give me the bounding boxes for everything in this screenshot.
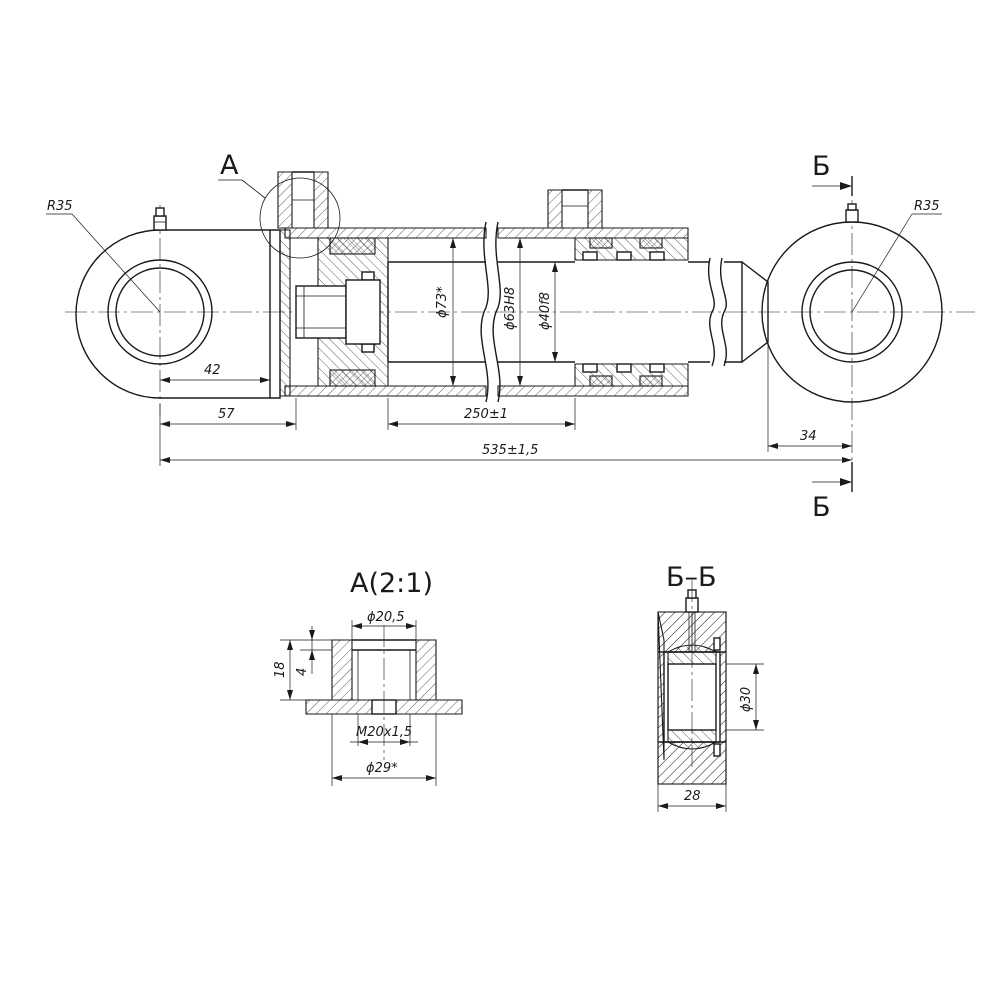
section-bb-view: Б–Б ϕ30 28 (657, 562, 764, 812)
radius-right-label: R35 (914, 199, 940, 214)
dim-535-label: 535±1,5 (482, 443, 538, 458)
dim-18-label: 18 (273, 661, 288, 678)
dia-30-label: ϕ30 (739, 687, 754, 712)
section-b-marker-bottom: Б (812, 492, 831, 523)
right-eye-mount (761, 200, 943, 490)
detail-a-callout-circle (259, 177, 341, 259)
radius-left-label: R35 (47, 199, 73, 214)
main-view: A (46, 150, 975, 523)
dia-63-label: ϕ63H8 (503, 287, 518, 330)
thread-label: M20x1,5 (356, 725, 412, 740)
dia-29-label: ϕ29* (366, 761, 398, 776)
cylinder-barrel (279, 221, 689, 403)
piston (295, 237, 389, 387)
dim-57-label: 57 (218, 407, 235, 422)
detail-a-view: A(2:1) ϕ20,5 18 4 M (273, 568, 463, 786)
dia-73-label: ϕ73* (435, 286, 450, 318)
dia-20-label: ϕ20,5 (367, 610, 405, 625)
piston-rod (387, 257, 769, 367)
dim-34-label: 34 (800, 429, 817, 444)
section-bb-title: Б–Б (666, 562, 717, 593)
detail-a-title: A(2:1) (350, 568, 433, 599)
dim-250-label: 250±1 (464, 407, 508, 422)
port-b (547, 189, 603, 229)
dim-28-label: 28 (684, 789, 701, 804)
left-eye-mount (75, 205, 281, 415)
dia-40-label: ϕ40f8 (538, 292, 553, 330)
dim-42-label: 42 (204, 363, 221, 378)
detail-a-marker: A (220, 150, 239, 181)
dim-4-label: 4 (295, 668, 310, 676)
section-b-marker-top: Б (812, 151, 831, 182)
